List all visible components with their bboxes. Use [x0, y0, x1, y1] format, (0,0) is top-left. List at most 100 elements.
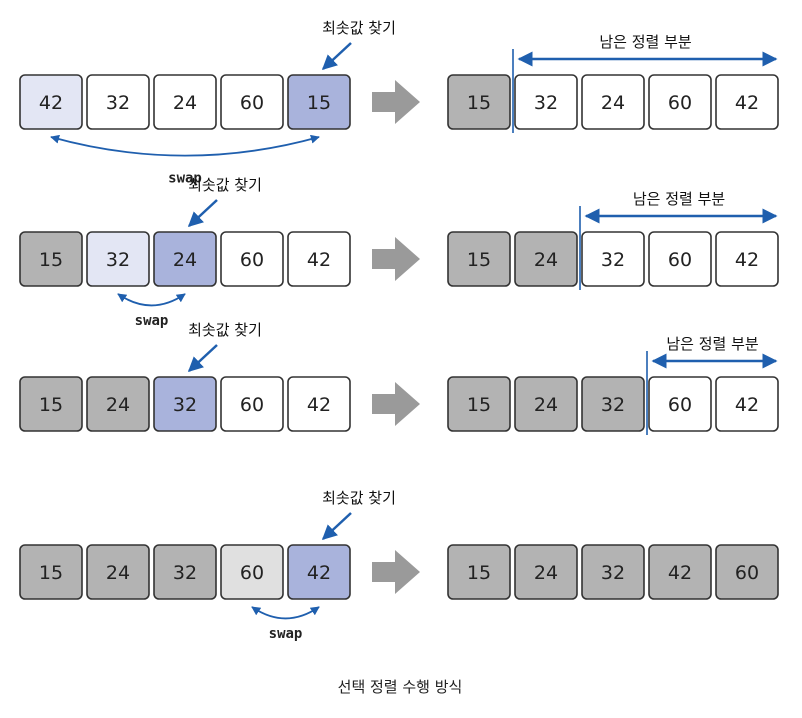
after-cell: 15	[447, 74, 511, 130]
find-min-label: 최솟값 찾기	[188, 176, 262, 194]
cell-box	[287, 231, 351, 287]
swap-label: swap	[135, 313, 169, 329]
before-cell: 42	[19, 74, 83, 130]
flow-arrow-icon	[372, 80, 420, 124]
cell-box	[19, 231, 83, 287]
after-cell: 60	[648, 376, 712, 432]
cell-value: 60	[735, 562, 759, 584]
cell-box	[220, 544, 284, 600]
cell-box	[581, 376, 645, 432]
cell-box	[19, 376, 83, 432]
cell-box	[514, 544, 578, 600]
after-cell: 24	[581, 74, 645, 130]
cell-value: 24	[601, 92, 625, 114]
after-cell: 24	[514, 231, 578, 287]
pointer-arrow-icon	[187, 199, 218, 228]
cell-box	[514, 231, 578, 287]
cell-box	[447, 231, 511, 287]
cell-box	[447, 544, 511, 600]
cell-value: 15	[467, 394, 491, 416]
after-cell: 32	[581, 231, 645, 287]
cell-box	[220, 74, 284, 130]
after-cell: 24	[514, 376, 578, 432]
before-cell: 24	[153, 231, 217, 287]
cell-box	[514, 74, 578, 130]
before-cell: 42	[287, 231, 351, 287]
before-cell: 15	[19, 544, 83, 600]
after-cell: 32	[514, 74, 578, 130]
cell-box	[19, 74, 83, 130]
cell-box	[19, 544, 83, 600]
cell-box	[153, 74, 217, 130]
cell-value: 15	[307, 92, 331, 114]
before-cell: 32	[86, 74, 150, 130]
cell-value: 24	[173, 249, 197, 271]
cell-box	[581, 544, 645, 600]
pointer-arrow-icon	[321, 42, 352, 71]
cell-value: 15	[467, 562, 491, 584]
cell-box	[220, 376, 284, 432]
cell-value: 24	[106, 562, 130, 584]
cell-value: 32	[173, 394, 197, 416]
cell-value: 32	[173, 562, 197, 584]
flow-arrow-icon	[372, 382, 420, 426]
before-cell: 24	[86, 544, 150, 600]
cell-value: 24	[534, 394, 558, 416]
before-cell: 15	[287, 74, 351, 130]
cell-box	[86, 376, 150, 432]
cell-box	[153, 231, 217, 287]
cell-value: 42	[307, 562, 331, 584]
cell-value: 24	[534, 562, 558, 584]
cell-box	[86, 544, 150, 600]
after-cell: 32	[581, 544, 645, 600]
remaining-part-label: 남은 정렬 부분	[599, 33, 692, 51]
flow-arrow-icon	[372, 550, 420, 594]
cell-value: 60	[668, 249, 692, 271]
cell-value: 24	[534, 249, 558, 271]
cell-box	[581, 231, 645, 287]
swap-arrow-icon	[251, 606, 320, 620]
after-cell: 15	[447, 544, 511, 600]
before-cell: 24	[86, 376, 150, 432]
cell-box	[715, 74, 779, 130]
cell-value: 32	[534, 92, 558, 114]
before-cell: 15	[19, 376, 83, 432]
cell-box	[648, 74, 712, 130]
before-cell: 60	[220, 74, 284, 130]
cell-box	[220, 231, 284, 287]
cell-value: 32	[106, 249, 130, 271]
after-cell: 60	[648, 74, 712, 130]
cell-value: 32	[106, 92, 130, 114]
after-cell: 42	[648, 544, 712, 600]
swap-arrow-icon	[50, 134, 320, 157]
cell-box	[715, 376, 779, 432]
after-cell: 42	[715, 376, 779, 432]
before-cell: 60	[220, 376, 284, 432]
cell-value: 32	[601, 562, 625, 584]
after-cell: 15	[447, 376, 511, 432]
cell-box	[447, 74, 511, 130]
cell-value: 60	[240, 562, 264, 584]
cell-value: 42	[668, 562, 692, 584]
cell-box	[514, 376, 578, 432]
cell-box	[581, 74, 645, 130]
diagram-caption: 선택 정렬 수행 방식	[338, 678, 463, 696]
after-cell: 60	[648, 231, 712, 287]
cell-box	[153, 544, 217, 600]
remaining-part-label: 남은 정렬 부분	[633, 190, 726, 208]
before-cell: 60	[220, 231, 284, 287]
cell-value: 42	[307, 394, 331, 416]
before-cell: 32	[153, 544, 217, 600]
cell-value: 60	[668, 394, 692, 416]
cell-box	[153, 376, 217, 432]
before-cell: 60	[220, 544, 284, 600]
cell-value: 42	[39, 92, 63, 114]
cell-value: 60	[668, 92, 692, 114]
cell-box	[287, 74, 351, 130]
cell-box	[287, 544, 351, 600]
find-min-label: 최솟값 찾기	[188, 321, 262, 339]
after-cell: 42	[715, 231, 779, 287]
cell-value: 15	[39, 562, 63, 584]
cell-box	[86, 231, 150, 287]
